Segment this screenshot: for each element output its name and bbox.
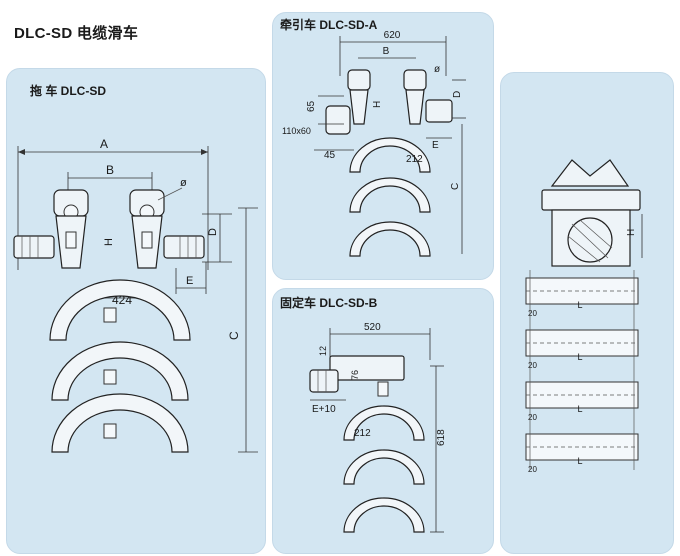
dim-l4-label: L — [577, 456, 582, 466]
dim-b-pull-label: B — [383, 46, 390, 57]
dim-h-label: H — [103, 238, 115, 246]
dim-h-pull-label: H — [372, 101, 383, 108]
dim-212-fixed-label: 212 — [354, 428, 371, 439]
dim-s1-label: 20 — [528, 309, 537, 318]
pull-carriage-drawing: 620 B ø 65 110x60 45 H D E 212 C — [282, 30, 466, 257]
dim-s2-label: 20 — [528, 361, 537, 370]
dim-45-label: 45 — [324, 150, 336, 161]
page-title: DLC-SD 电缆滑车 — [14, 25, 139, 42]
dim-l1-label: L — [577, 300, 582, 310]
dim-l3-label: L — [577, 404, 582, 414]
dim-e-pull-label: E — [432, 140, 439, 151]
dim-a-label: A — [100, 137, 108, 151]
dim-65-label: 65 — [306, 100, 317, 112]
dim-l2-label: L — [577, 352, 582, 362]
tow-carriage-drawing: A B ø H D E — [13, 137, 258, 453]
dim-520-label: 520 — [364, 322, 381, 333]
dim-d-pull-label: D — [452, 91, 463, 98]
dim-dia-label: ø — [180, 177, 187, 189]
dim-s4-label: 20 — [528, 465, 537, 474]
dim-b-label: B — [106, 163, 114, 177]
dim-12-label: 12 — [318, 346, 328, 356]
dim-e10-label: E+10 — [312, 404, 336, 415]
dim-110x60-label: 110x60 — [282, 126, 311, 136]
dim-76-label: 76 — [350, 370, 360, 380]
side-view-drawing: H L 20 L 20 L 20 L 20 — [525, 159, 643, 474]
panel-side-view — [500, 72, 674, 554]
fixed-carriage-drawing: 520 12 76 E+10 212 618 — [309, 322, 447, 533]
dim-e-label: E — [186, 275, 193, 287]
dim-h-side-label: H — [626, 229, 637, 236]
panel-fixed-label: 固定车 DLC-SD-B — [280, 296, 378, 310]
panel-tow-carriage — [6, 68, 266, 554]
dim-c-label: C — [227, 331, 241, 340]
dim-s3-label: 20 — [528, 413, 537, 422]
dim-620-label: 620 — [384, 30, 401, 41]
dim-212-pull-label: 212 — [406, 154, 423, 165]
panel-tow-label: 拖 车 DLC-SD — [30, 84, 106, 98]
panel-fixed-carriage — [272, 288, 494, 554]
dim-dia-pull-label: ø — [434, 64, 440, 75]
dim-618-label: 618 — [436, 429, 447, 446]
panel-pull-label: 牵引车 DLC-SD-A — [280, 18, 378, 32]
dim-c-pull-label: C — [450, 183, 461, 190]
dim-d-label: D — [207, 228, 219, 236]
